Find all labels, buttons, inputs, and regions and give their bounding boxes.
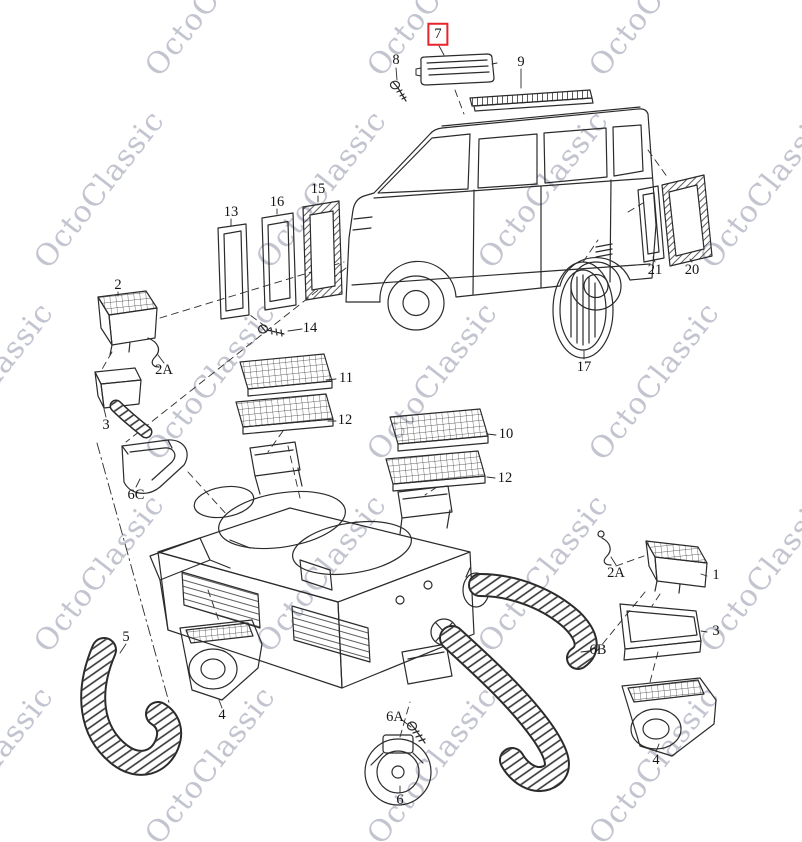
callout-9[interactable]: 9 [517, 53, 525, 70]
callout-1[interactable]: 1 [712, 566, 720, 583]
callout-12[interactable]: 12 [337, 411, 353, 428]
callout-7-highlighted[interactable]: 7 [427, 22, 449, 46]
callout-3[interactable]: 3 [102, 416, 110, 433]
hose-5-drawing [80, 637, 183, 776]
part-3-left-drawing [94, 367, 142, 409]
part-11-grille-drawing [239, 353, 333, 397]
callout-17[interactable]: 17 [576, 358, 592, 375]
callout-12[interactable]: 12 [497, 469, 513, 486]
part-13-drawing [217, 223, 250, 320]
part-14-screw-drawing [257, 324, 285, 337]
callout-leader-lines [103, 43, 708, 794]
part-12-grille-left-drawing [235, 393, 334, 435]
callout-2a[interactable]: 2A [607, 564, 625, 581]
callout-10[interactable]: 10 [498, 425, 514, 442]
callout-11[interactable]: 11 [339, 369, 353, 386]
part-2a-left-bracket-drawing [147, 337, 160, 368]
callout-6c[interactable]: 6C [127, 486, 145, 503]
part-20-drawing [661, 174, 713, 267]
callout-6b[interactable]: 6B [589, 641, 607, 658]
part-4-left-drawing [179, 619, 263, 701]
callout-14[interactable]: 14 [302, 319, 318, 336]
van-drawing [345, 106, 657, 331]
part-2a-right-drawing [597, 530, 612, 566]
part-7-drawing [415, 53, 498, 86]
part-4-right-drawing [621, 677, 717, 757]
part-12-grille-right-drawing [385, 450, 486, 492]
part-21-drawing [637, 185, 665, 263]
callout-6[interactable]: 6 [396, 791, 404, 808]
part-10-grille-drawing [389, 408, 489, 452]
part-16-drawing [261, 212, 297, 311]
part-6c-drawing [121, 439, 188, 494]
callout-6a[interactable]: 6A [386, 708, 404, 725]
callout-2a[interactable]: 2A [155, 361, 173, 378]
callout-21[interactable]: 21 [647, 261, 663, 278]
part-15-drawing [302, 200, 343, 301]
part-9-drawing [469, 89, 594, 112]
callout-16[interactable]: 16 [269, 193, 285, 210]
callout-3[interactable]: 3 [712, 622, 720, 639]
callout-4[interactable]: 4 [652, 751, 660, 768]
callout-2[interactable]: 2 [114, 276, 122, 293]
callout-13[interactable]: 13 [223, 203, 239, 220]
hose-bottom-drawing [439, 625, 570, 792]
part-6a-screw-drawing [406, 721, 426, 744]
callout-15[interactable]: 15 [310, 180, 326, 197]
callout-20[interactable]: 20 [684, 261, 700, 278]
part-1-drawing [645, 540, 708, 594]
hose-6b-drawing [468, 573, 598, 670]
part-8-screw-drawing [389, 80, 407, 102]
callout-4[interactable]: 4 [218, 706, 226, 723]
callout-8[interactable]: 8 [392, 51, 400, 68]
part-6-blower-drawing [364, 734, 432, 806]
part-3-right-drawing [619, 603, 702, 661]
callout-5[interactable]: 5 [122, 628, 130, 645]
part-2-drawing [97, 290, 158, 356]
part-17-drawing [552, 261, 614, 359]
hose-3-to-6c-drawing [109, 399, 153, 439]
heater-unit-drawing [149, 441, 491, 689]
